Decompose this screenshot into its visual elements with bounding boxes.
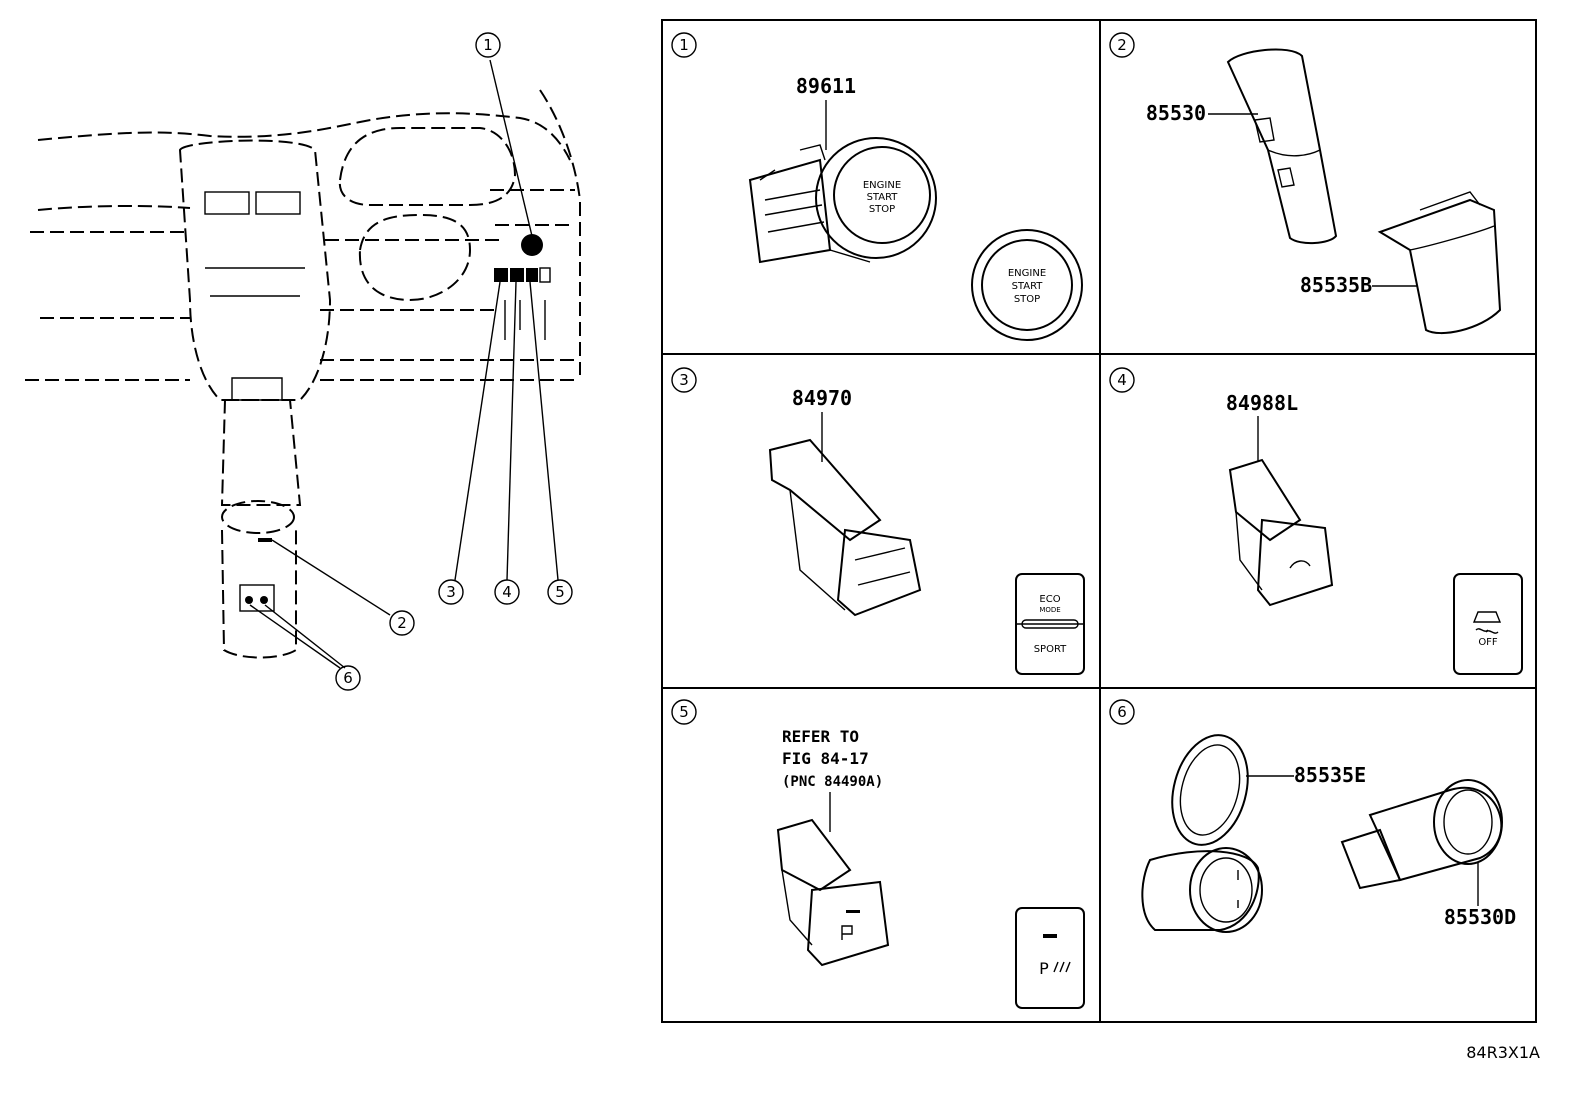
refer-text: FIG 84-17 [782, 749, 869, 768]
switch-text: ECO [1039, 594, 1060, 605]
dashboard-overview [25, 59, 581, 669]
button-text: ENGINE [863, 180, 901, 191]
parking-sensor-icon [1053, 961, 1071, 973]
button-text: START [867, 192, 899, 203]
overview-callout-3: 3 [438, 579, 464, 605]
callout-label: 3 [446, 583, 456, 601]
start-button-part [748, 137, 937, 264]
overview-callout-6: 6 [335, 665, 361, 691]
eco-sport-switch-face [1015, 573, 1085, 675]
callout-label: 2 [397, 614, 407, 632]
panel-6: 6 85535E 85530D [1109, 699, 1516, 933]
panel-number: 1 [679, 36, 689, 54]
panel-3: 3 84970 ECO MODE SPORT [671, 367, 1085, 675]
overview-callout-2: 2 [389, 610, 415, 636]
eco-mode-switch-part [768, 438, 922, 617]
panel-5: 5 REFER TO FIG 84-17 (PNC 84490A) P [671, 699, 1085, 1009]
callout-label: 4 [502, 583, 512, 601]
callout-label: 5 [555, 583, 565, 601]
panel-4: 4 84988L OFF [1109, 367, 1523, 675]
button-text: STOP [1014, 294, 1040, 305]
panel-2: 2 85530 85535B [1109, 32, 1502, 334]
illustration-code: 84R3X1A [1466, 1043, 1540, 1062]
part-number: 89611 [796, 74, 856, 98]
part-number: 85530D [1444, 905, 1516, 929]
outlet-with-cap-part [1141, 734, 1263, 933]
panel-number: 2 [1117, 36, 1127, 54]
switch-text: SPORT [1034, 644, 1067, 655]
switch-text: MODE [1039, 606, 1060, 614]
parking-sensor-switch-part [776, 818, 890, 967]
part-number: 84988L [1226, 391, 1298, 415]
overview-callout-1: 1 [475, 32, 501, 58]
power-outlet-d-part [1340, 779, 1503, 890]
start-button-face [971, 229, 1083, 341]
panel-1: 1 89611 ENGINE START STOP ENGINE START S… [671, 32, 1083, 341]
part-number: 85535B [1300, 273, 1372, 297]
button-text: ENGINE [1008, 268, 1046, 279]
callout-label: 1 [483, 36, 493, 54]
parts-grid [661, 19, 1537, 1023]
power-outlet-part-b [1377, 191, 1502, 334]
panel-number: 3 [679, 371, 689, 389]
panel-number: 5 [679, 703, 689, 721]
parking-switch-face [1015, 907, 1085, 1009]
traction-off-switch-face [1453, 573, 1523, 675]
part-number: 85530 [1146, 101, 1206, 125]
refer-text: (PNC 84490A) [782, 774, 883, 790]
refer-text: REFER TO [782, 727, 859, 746]
switch-text: OFF [1478, 637, 1498, 648]
callout-label: 6 [343, 669, 353, 687]
part-number: 84970 [792, 386, 852, 410]
panel-number: 6 [1117, 703, 1127, 721]
traction-switch-part [1228, 458, 1334, 607]
switch-text: P [1039, 959, 1049, 978]
power-outlet-part [1226, 48, 1338, 244]
part-number: 85535E [1294, 763, 1366, 787]
button-text: STOP [869, 204, 895, 215]
overview-callout-5: 5 [547, 579, 573, 605]
panel-number: 4 [1117, 371, 1127, 389]
overview-callout-4: 4 [494, 579, 520, 605]
button-text: START [1012, 281, 1044, 292]
